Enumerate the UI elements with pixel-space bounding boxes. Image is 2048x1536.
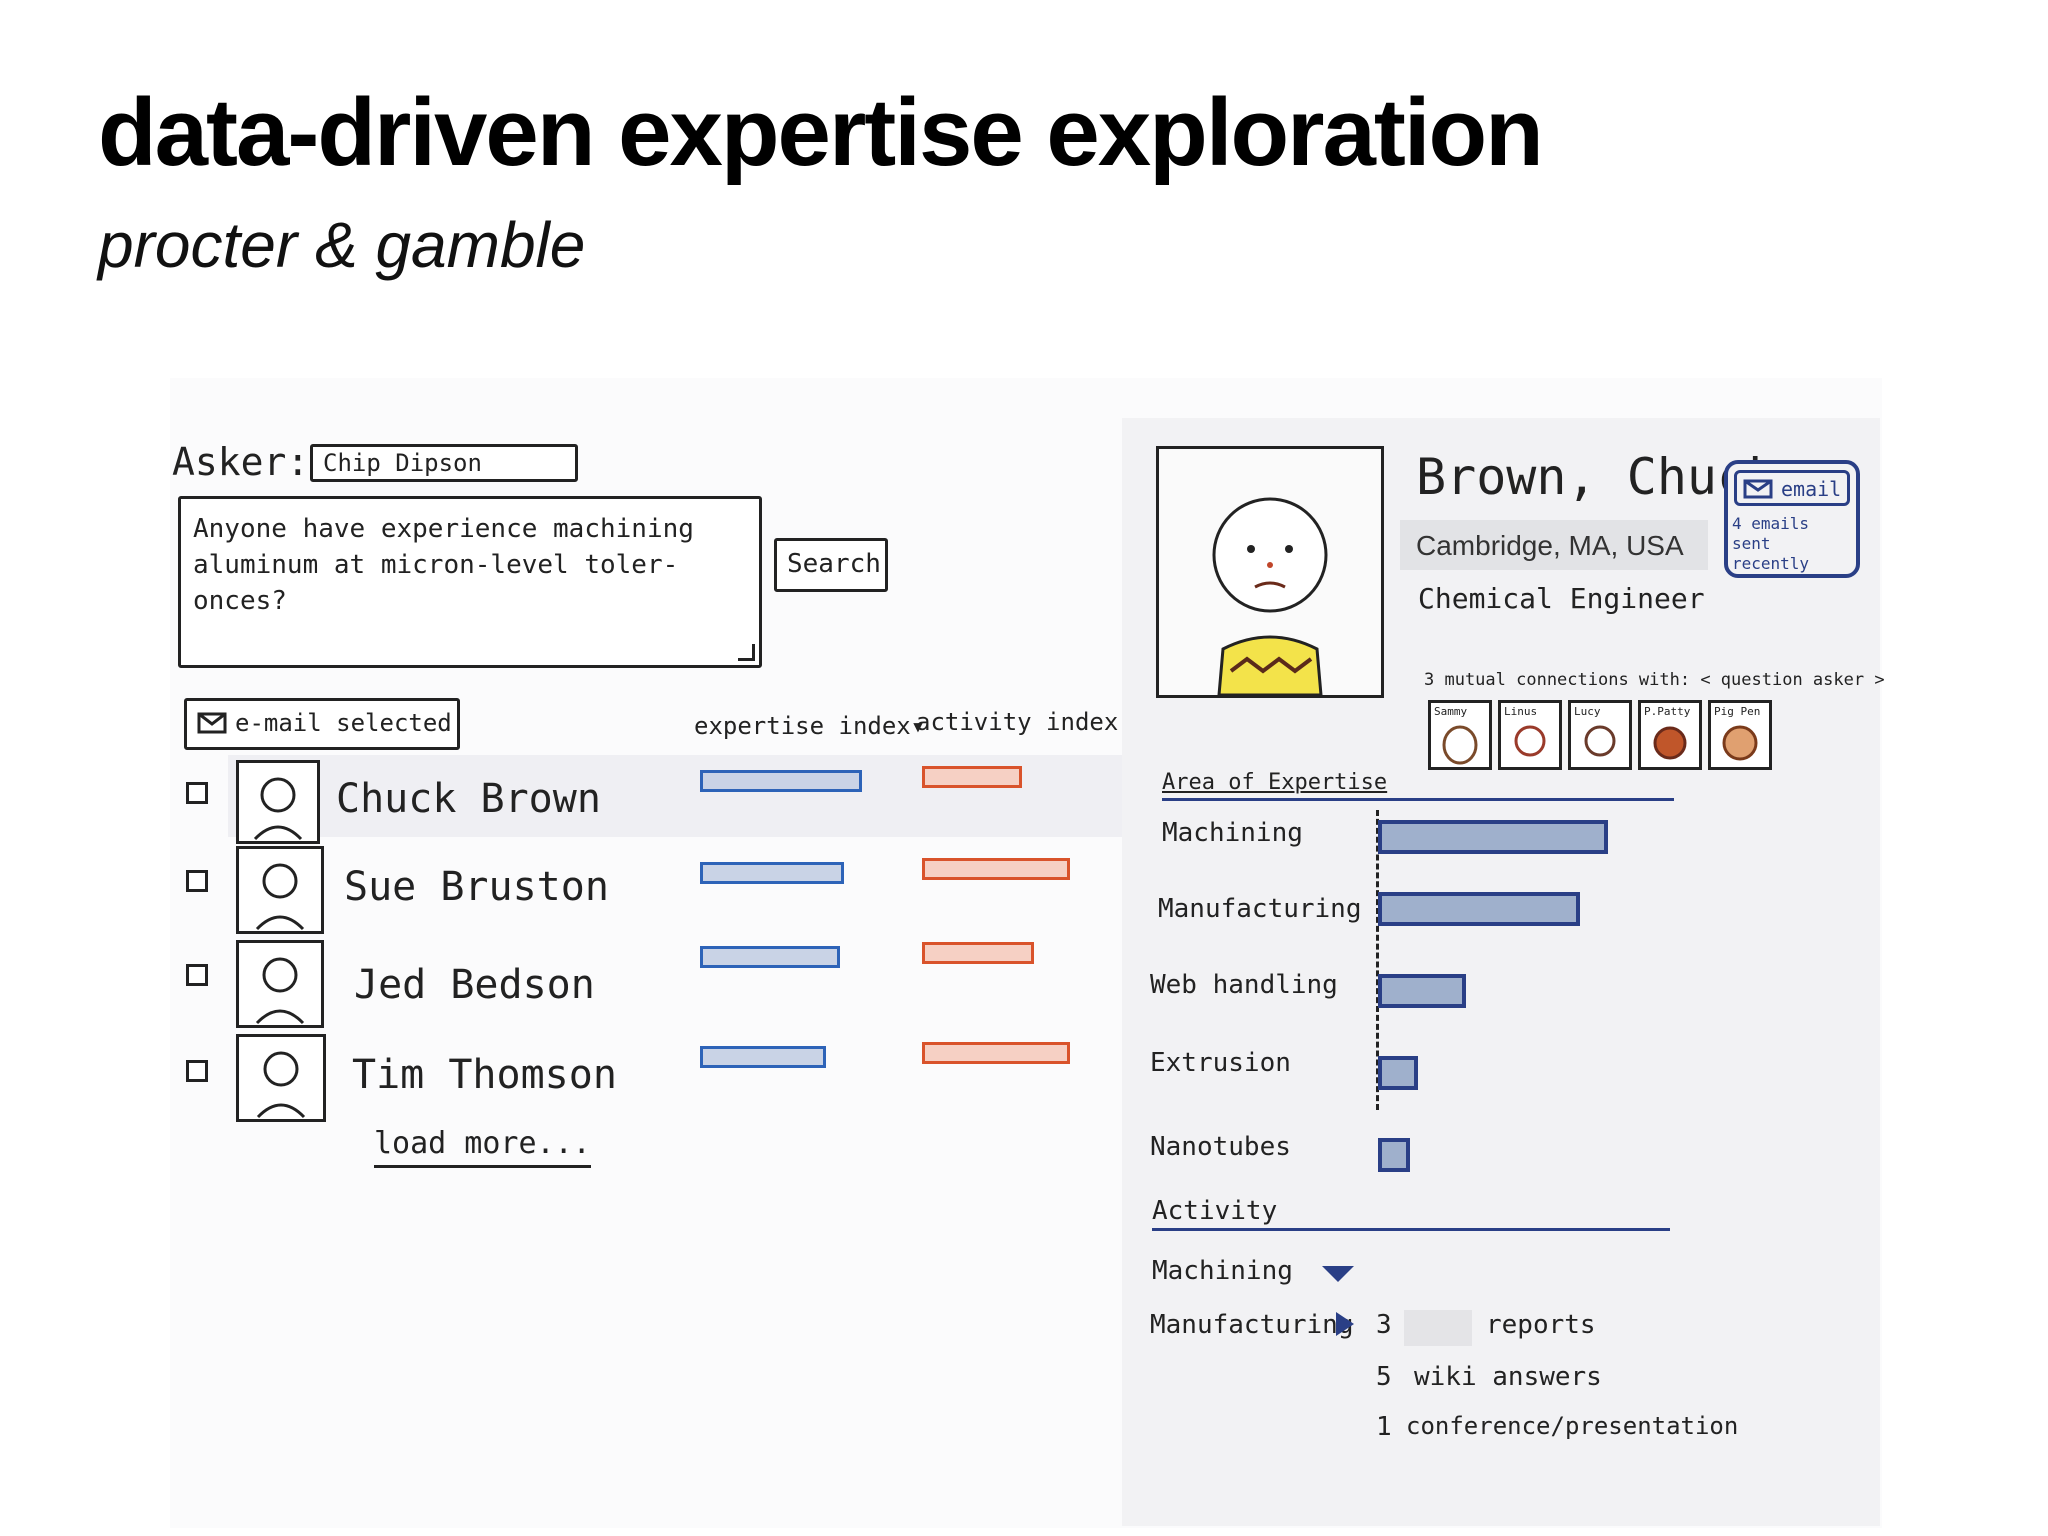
asker-label: Asker: — [172, 440, 310, 484]
expertise-bar — [1378, 1056, 1418, 1090]
caret-down-icon[interactable] — [1322, 1264, 1354, 1284]
profile-email-button[interactable]: email 4 emails sent recently — [1724, 460, 1860, 578]
row-checkbox[interactable] — [186, 964, 208, 986]
expertise-bar — [700, 770, 862, 792]
load-more-link[interactable]: load more... — [374, 1126, 591, 1168]
person-name[interactable]: Sue Bruston — [344, 864, 609, 910]
activity-bar — [922, 942, 1034, 964]
connection-avatar[interactable]: P.Patty — [1638, 700, 1702, 770]
expertise-axis — [1376, 810, 1379, 1110]
activity-placeholder — [1404, 1310, 1472, 1346]
expertise-bar — [700, 946, 840, 968]
person-name[interactable]: Chuck Brown — [336, 776, 601, 822]
expertise-label: Manufacturing — [1158, 894, 1362, 924]
expertise-heading: Area of Expertise — [1162, 770, 1388, 795]
avatar — [236, 760, 320, 844]
row-checkbox[interactable] — [186, 1060, 208, 1082]
question-line-2: aluminum at micron-level toler- — [193, 550, 679, 580]
person-name[interactable]: Jed Bedson — [354, 962, 595, 1008]
profile-location: Cambridge, MA, USA — [1416, 530, 1684, 561]
asker-field[interactable]: Chip Dipson — [310, 444, 578, 482]
activity-item[interactable]: Manufacturing — [1150, 1310, 1354, 1340]
email-selected-button[interactable]: e-mail selected — [184, 698, 460, 750]
activity-bar — [922, 1042, 1070, 1064]
avatar — [236, 940, 324, 1028]
activity-count: 5 — [1376, 1362, 1392, 1392]
person-name[interactable]: Tim Thomson — [352, 1052, 617, 1098]
activity-bar — [922, 858, 1070, 880]
row-checkbox[interactable] — [186, 870, 208, 892]
expertise-label: Nanotubes — [1150, 1132, 1291, 1162]
expertise-bar — [1378, 820, 1608, 854]
connection-avatar[interactable]: Sammy — [1428, 700, 1492, 770]
col-expertise-index[interactable]: expertise index▾ — [694, 712, 926, 740]
profile-role: Chemical Engineer — [1418, 582, 1705, 615]
activity-count: 3 — [1376, 1310, 1392, 1340]
connection-avatar[interactable]: Pig Pen — [1708, 700, 1772, 770]
activity-detail[interactable]: reports — [1486, 1310, 1596, 1340]
question-line-1: Anyone have experience machining — [193, 514, 694, 544]
profile-name: Brown, Chuck — [1416, 448, 1778, 506]
resize-handle[interactable] — [738, 644, 755, 661]
expertise-bar — [1378, 1138, 1410, 1172]
activity-heading: Activity — [1152, 1196, 1278, 1226]
search-button[interactable]: Search — [774, 538, 888, 592]
avatar — [236, 846, 324, 934]
activity-bar — [922, 766, 1022, 788]
expertise-label: Extrusion — [1150, 1048, 1291, 1078]
activity-detail[interactable]: conference/presentation — [1406, 1412, 1739, 1440]
slide-title: data-driven expertise exploration — [98, 79, 1544, 186]
expertise-label: Machining — [1162, 818, 1303, 848]
expertise-bar — [700, 1046, 826, 1068]
envelope-icon — [1743, 479, 1773, 499]
expertise-bar — [1378, 892, 1580, 926]
col-activity-index[interactable]: activity index — [916, 708, 1119, 736]
caret-right-icon[interactable] — [1334, 1312, 1354, 1336]
question-textarea[interactable]: Anyone have experience machining aluminu… — [178, 496, 762, 668]
activity-divider — [1152, 1228, 1670, 1231]
activity-count: 1 — [1376, 1412, 1392, 1442]
asker-value: Chip Dipson — [323, 449, 482, 477]
email-note: 4 emails sent recently — [1732, 514, 1810, 573]
connection-avatar[interactable]: Lucy — [1568, 700, 1632, 770]
envelope-icon — [197, 712, 227, 734]
expertise-bar — [700, 862, 844, 884]
question-line-3: onces? — [193, 586, 287, 616]
avatar — [236, 1034, 326, 1122]
location-badge: Cambridge, MA, USA — [1400, 520, 1708, 570]
expertise-label: Web handling — [1150, 970, 1338, 1000]
activity-item[interactable]: Machining — [1152, 1256, 1293, 1286]
connection-avatar[interactable]: Linus — [1498, 700, 1562, 770]
row-checkbox[interactable] — [186, 782, 208, 804]
mutual-connections-label: 3 mutual connections with: < question as… — [1424, 670, 1885, 690]
expertise-divider — [1162, 798, 1674, 801]
activity-detail[interactable]: wiki answers — [1414, 1362, 1602, 1392]
slide-subtitle: procter & gamble — [98, 209, 586, 281]
expertise-bar — [1378, 974, 1466, 1008]
profile-portrait — [1156, 446, 1384, 698]
